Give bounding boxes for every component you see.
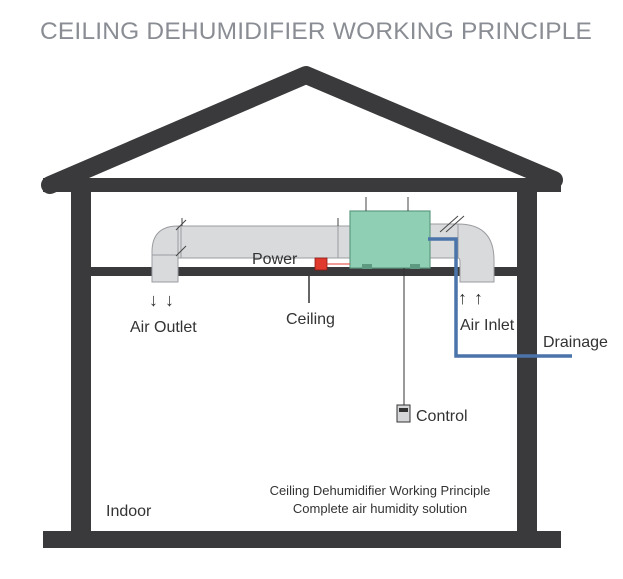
- outlet-duct: [177, 225, 353, 259]
- power-box: [314, 257, 328, 271]
- air-inlet-label: Air Inlet: [460, 317, 515, 334]
- house-roof: [41, 66, 563, 194]
- house-right-wall: [517, 186, 537, 536]
- outlet-duct-elbow: [151, 225, 179, 283]
- house-floor: [43, 531, 561, 548]
- drainage-pipe: [428, 237, 572, 358]
- page-title: CEILING DEHUMIDIFIER WORKING PRINCIPLE: [40, 18, 593, 45]
- house-left-wall: [71, 186, 91, 536]
- control-label: Control: [416, 408, 468, 425]
- house-beam: [43, 178, 561, 192]
- air-inlet-arrows: ↑ ↑: [458, 288, 485, 308]
- drainage-label: Drainage: [543, 334, 608, 351]
- indoor-label: Indoor: [106, 503, 152, 520]
- ceiling-label: Ceiling: [286, 311, 335, 328]
- inlet-duct-elbow: [457, 223, 495, 283]
- air-outlet-label: Air Outlet: [130, 319, 197, 336]
- caption-line-1: Ceiling Dehumidifier Working Principle: [269, 483, 491, 498]
- air-outlet-arrows: ↓ ↓: [149, 290, 176, 310]
- control-panel-icon: [396, 404, 411, 423]
- power-label: Power: [252, 251, 298, 268]
- caption-line-2: Complete air humidity solution: [292, 501, 468, 516]
- ceiling-line: [91, 267, 517, 276]
- dehumidifier-unit: [349, 210, 431, 269]
